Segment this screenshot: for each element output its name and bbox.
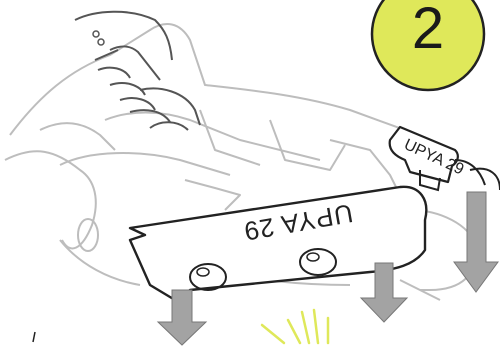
down-arrow-left <box>156 289 208 346</box>
spring-axle <box>74 10 201 131</box>
step-badge <box>370 0 486 92</box>
cleat-tag-front: UPYA 29 <box>128 185 428 302</box>
edge-mark <box>32 331 36 343</box>
cleat-tag-back: UPYA 29 <box>388 125 500 192</box>
down-arrow-right <box>453 191 499 293</box>
step-number: 2 <box>411 0 445 61</box>
click-effect-icon <box>260 308 330 345</box>
down-arrow-middle <box>359 262 409 323</box>
